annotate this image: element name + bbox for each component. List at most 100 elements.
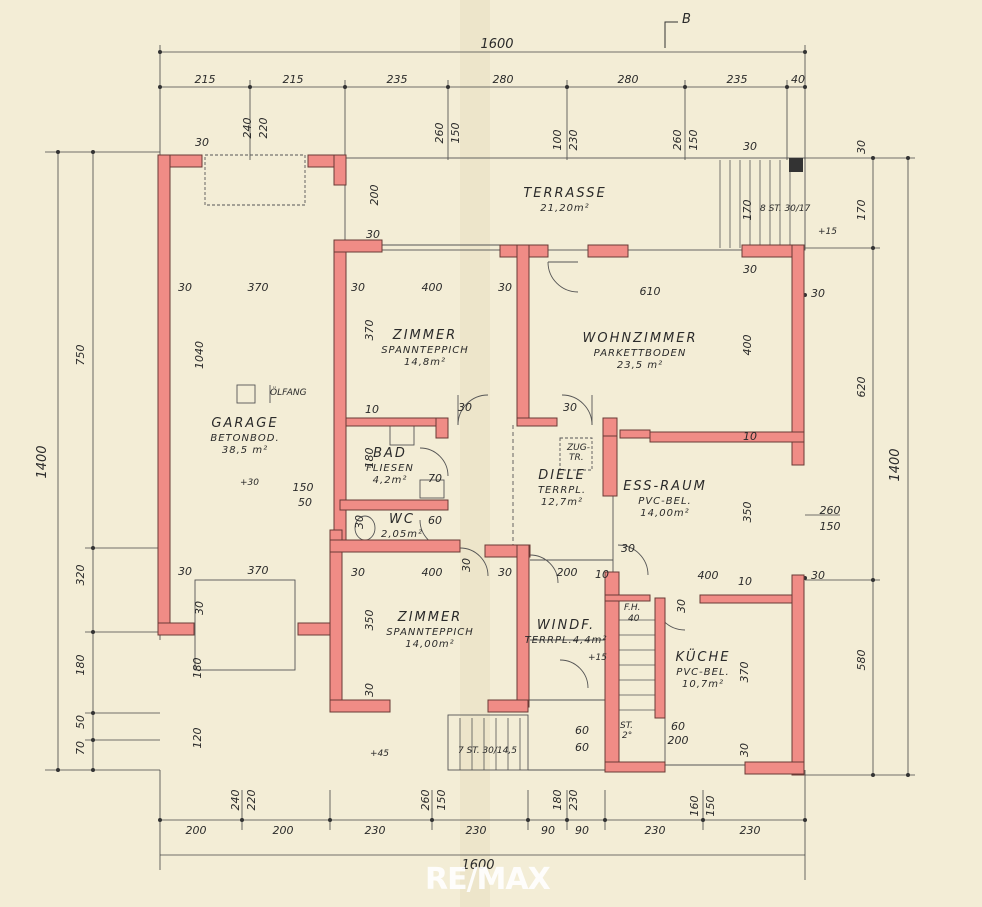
bottom-dimension: 230 <box>644 824 666 837</box>
inner-dimension: 400 <box>421 566 443 579</box>
inner-dimension-vertical: 240 <box>229 789 242 811</box>
inner-dimension: 400 <box>697 569 719 582</box>
inner-dimension: 60 <box>575 741 589 754</box>
room-floor: PVC-BEL. <box>676 667 730 678</box>
room-name: ZIMMER <box>397 610 463 625</box>
bottom-dimension: 200 <box>185 824 207 837</box>
room-name: WINDF. <box>536 618 596 633</box>
inner-dimension: 30 <box>498 281 512 294</box>
section-marker-label: B <box>682 12 691 27</box>
top-dimension: 280 <box>492 73 514 86</box>
walls <box>157 154 805 776</box>
annotation-label: 8 ST. 30/17 <box>760 204 811 214</box>
inner-dimension-vertical: 220 <box>245 789 258 811</box>
top-dimension: 40 <box>791 73 805 86</box>
right-dimension: 620 <box>855 376 868 398</box>
inner-dimension: 200 <box>667 734 689 747</box>
inner-dimension: 30 <box>458 401 472 414</box>
inner-dimension-vertical: 30 <box>193 601 206 615</box>
top-dimension: 235 <box>386 73 408 86</box>
room-area: 4,2m² <box>372 475 408 486</box>
left-dimension: 70 <box>74 741 87 755</box>
bottom-dimension: 230 <box>465 824 487 837</box>
inner-dimension: 10 <box>743 430 757 443</box>
room-name: WC <box>389 512 415 527</box>
inner-dimension: 30 <box>743 140 757 153</box>
room-floor: SPANNTEPPICH <box>381 345 469 356</box>
inner-dimension: 10 <box>738 575 752 588</box>
inner-dimension: 60 <box>575 724 589 737</box>
inner-dimension-vertical: 120 <box>191 727 204 749</box>
inner-dimension: 30 <box>351 566 365 579</box>
inner-dimension-vertical: 370 <box>738 661 751 683</box>
bottom-dimension: 90 <box>575 824 589 837</box>
inner-dimension: 30 <box>498 566 512 579</box>
room-floor: TERRPL. <box>537 485 587 496</box>
annotation-label: 40 <box>628 614 640 624</box>
inner-dimension: 610 <box>639 285 661 298</box>
inner-dimension-vertical: 150 <box>435 789 448 811</box>
right-dimension: 170 <box>855 199 868 221</box>
inner-dimension: 10 <box>365 403 379 416</box>
room-name: ESS-RAUM <box>623 479 707 494</box>
inner-dimension-vertical: 180 <box>191 657 204 679</box>
room-name: BAD <box>373 446 407 461</box>
inner-dimension-vertical: 30 <box>353 515 366 529</box>
inner-dimension: 70 <box>428 472 442 485</box>
inner-dimension-vertical: 400 <box>741 334 754 356</box>
inner-dimension-vertical: 230 <box>567 129 580 151</box>
left-dimension: 50 <box>74 715 87 729</box>
inner-dimension: 30 <box>351 281 365 294</box>
room-name: KÜCHE <box>675 650 731 665</box>
annotation-label: ZUG- <box>567 443 590 453</box>
room-floor: PARKETTBODEN <box>593 348 687 359</box>
overall-bottom-dimension: 1600 <box>461 858 495 873</box>
inner-dimension: 60 <box>671 720 685 733</box>
room-area: 14,8m² <box>403 357 447 368</box>
annotation-label: +45 <box>370 749 389 759</box>
annotation-label: TR. <box>569 453 584 463</box>
top-dimension: 215 <box>282 73 304 86</box>
inner-dimension: 10 <box>595 568 609 581</box>
inner-dimension-vertical: 200 <box>368 184 381 206</box>
inner-dimension-vertical: 350 <box>741 501 754 523</box>
room-name: WOHNZIMMER <box>582 331 698 346</box>
inner-dimension: 150 <box>292 481 314 494</box>
inner-dimension: 150 <box>819 520 841 533</box>
inner-dimension-vertical: 30 <box>738 743 751 757</box>
inner-dimension: 30 <box>178 281 192 294</box>
annotation-label: +30 <box>240 478 259 488</box>
annotation-label: +15 <box>818 227 837 237</box>
inner-dimension-vertical: 240 <box>241 117 254 139</box>
top-dimension: 235 <box>726 73 748 86</box>
room-name: DIELE <box>538 468 586 483</box>
inner-dimension: 30 <box>811 569 825 582</box>
annotation-label: ÖLFANG <box>270 388 307 398</box>
room-floor: SPANNTEPPICH <box>386 627 474 638</box>
room-floor: PVC-BEL. <box>638 496 692 507</box>
inner-dimension: 50 <box>298 496 312 509</box>
inner-dimension: 30 <box>811 287 825 300</box>
bottom-dimension: 230 <box>364 824 386 837</box>
room-floor: FLIESEN <box>366 463 414 474</box>
room-area: 10,7m² <box>681 679 725 690</box>
inner-dimension: 400 <box>421 281 443 294</box>
inner-dimension: 370 <box>247 564 269 577</box>
inner-dimension: 60 <box>428 514 442 527</box>
stairs <box>459 160 791 770</box>
room-name: TERRASSE <box>523 186 607 201</box>
room-area: 14,00m² <box>640 508 690 519</box>
inner-dimension: 200 <box>556 566 578 579</box>
inner-dimension: 30 <box>195 136 209 149</box>
room-name: ZIMMER <box>392 328 458 343</box>
overall-right-dimension: 1400 <box>888 448 903 482</box>
inner-dimension-vertical: 160 <box>688 795 701 817</box>
annotation-label: ST. <box>620 721 634 731</box>
inner-dimension-vertical: 220 <box>257 117 270 139</box>
left-dimension: 320 <box>74 564 87 586</box>
left-dimension: 180 <box>74 654 87 676</box>
inner-dimension-vertical: 30 <box>675 599 688 613</box>
inner-dimension-vertical: 370 <box>363 319 376 341</box>
top-dimension: 215 <box>194 73 216 86</box>
left-dimension: 750 <box>74 344 87 366</box>
